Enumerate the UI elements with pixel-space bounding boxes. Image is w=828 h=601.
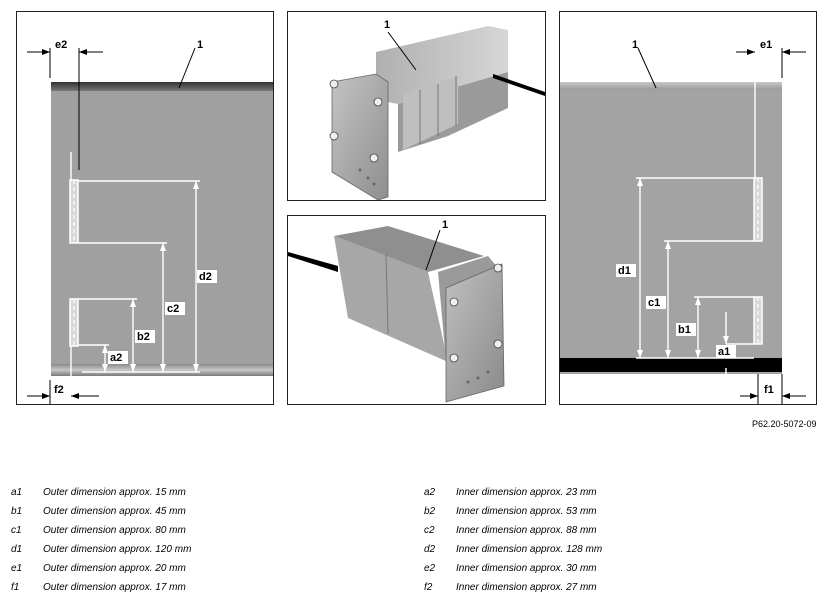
legend-text: Inner dimension approx. 30 mm [456,563,597,574]
legend-code: a2 [424,487,436,498]
legend-code: c1 [11,525,22,536]
legend-text: Outer dimension approx. 120 mm [43,544,192,555]
legend-row-c1: c1 Outer dimension approx. 80 mm [11,521,191,540]
legend-text: Outer dimension approx. 15 mm [43,487,186,498]
bracket-surface [560,84,782,374]
legend-row-a2: a2 Inner dimension approx. 23 mm [424,483,602,502]
label-c1: c1 [648,297,660,309]
right-detail-drawing: e1 1 d1 c1 b1 a1 f1 [560,38,806,404]
figure-reference: P62.20-5072-09 [752,419,817,429]
bracket-top-edge [51,82,273,91]
legend-code: f1 [11,582,20,593]
bracket-front [334,236,448,362]
legend-row-e1: e1 Outer dimension approx. 20 mm [11,559,191,578]
legend-row-e2: e2 Inner dimension approx. 30 mm [424,559,602,578]
top-bracket-drawing: 1 [329,19,545,200]
label-b1: b1 [678,324,691,336]
mounting-plate [331,73,389,200]
label-d2: d2 [199,271,212,283]
legend-code: a1 [11,487,23,498]
legend-row-b2: b2 Inner dimension approx. 53 mm [424,502,602,521]
bottom-bracket-drawing: 1 [288,219,505,403]
callout-1-top: 1 [384,19,390,31]
label-a2: a2 [110,352,122,364]
legend-row-a1: a1 Outer dimension approx. 15 mm [11,483,191,502]
legend-text: Outer dimension approx. 45 mm [43,506,186,517]
legend-code: e1 [11,563,23,574]
mounting-plate [445,263,505,403]
right-detail-panel: e1 1 d1 c1 b1 a1 f1 [559,11,817,405]
label-e2: e2 [55,39,67,51]
bottom-isometric-view: 1 [287,215,546,405]
legend-row-f2: f2 Inner dimension approx. 27 mm [424,578,602,597]
callout-1-left: 1 [197,39,203,51]
bracket-top-edge [560,82,782,90]
legend-text: Outer dimension approx. 20 mm [43,563,186,574]
left-detail-drawing: e2 1 d2 c2 b2 a2 f2 [27,38,273,404]
legend-code: f2 [424,582,433,593]
label-b2: b2 [137,331,150,343]
bracket-top [376,26,508,104]
label-f1: f1 [764,384,774,396]
legend-code: b1 [11,506,23,517]
legend-text: Inner dimension approx. 23 mm [456,487,597,498]
legend-text: Outer dimension approx. 80 mm [43,525,186,536]
legend-text: Inner dimension approx. 27 mm [456,582,597,593]
label-d1: d1 [618,265,631,277]
legend-text: Outer dimension approx. 17 mm [43,582,186,593]
legend-text: Inner dimension approx. 128 mm [456,544,603,555]
legend-code: e2 [424,563,436,574]
legend-text: Inner dimension approx. 88 mm [456,525,597,536]
legend-row-d2: d2 Inner dimension approx. 128 mm [424,540,602,559]
legend-row-c2: c2 Inner dimension approx. 88 mm [424,521,602,540]
bracket-surface [51,84,273,374]
callout-1-bottom: 1 [442,219,448,231]
left-detail-panel: e2 1 d2 c2 b2 a2 f2 [16,11,274,405]
legend-code: d2 [424,544,436,555]
callout-1-right: 1 [632,39,638,51]
legend-code: c2 [424,525,435,536]
label-a1: a1 [718,346,730,358]
legend-code: b2 [424,506,436,517]
legend-row-f1: f1 Outer dimension approx. 17 mm [11,578,191,597]
legend-row-b1: b1 Outer dimension approx. 45 mm [11,502,191,521]
legend-row-d1: d1 Outer dimension approx. 120 mm [11,540,191,559]
label-e1: e1 [760,39,772,51]
bracket-top [334,226,484,272]
label-c2: c2 [167,303,179,315]
legend-text: Inner dimension approx. 53 mm [456,506,597,517]
legend-code: d1 [11,544,23,555]
top-isometric-view: 1 [287,11,546,201]
label-f2: f2 [54,384,64,396]
bracket-bottom-edge [560,358,782,372]
